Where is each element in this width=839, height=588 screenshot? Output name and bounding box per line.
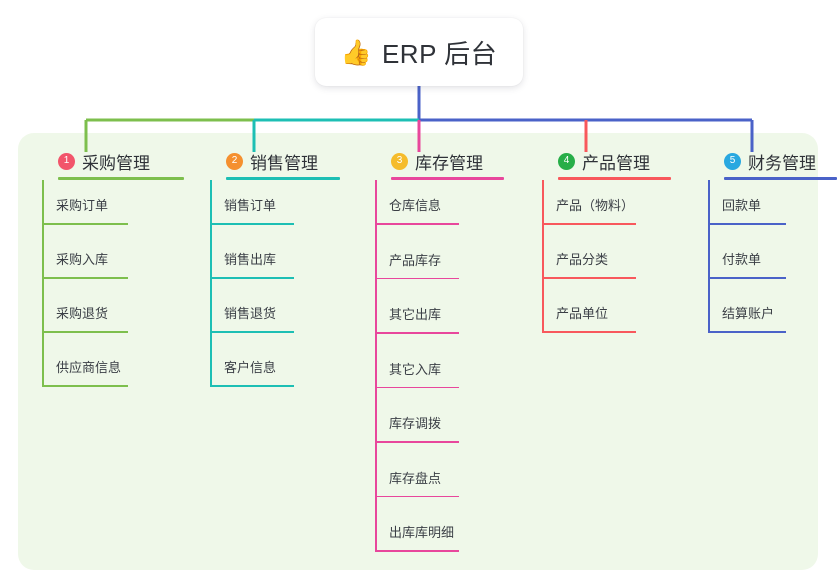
branch-header-5[interactable]: 5 财务管理 (704, 143, 816, 179)
branch-rule-2 (226, 177, 340, 180)
leaf-node-rule (542, 331, 636, 333)
branch-trunk-line (42, 180, 44, 385)
leaf-node-rule (375, 277, 459, 279)
leaf-node-rule (375, 441, 459, 443)
leaf-node-rule (375, 550, 459, 552)
diagram-background-panel (18, 133, 818, 570)
leaf-node-label[interactable]: 回款单 (722, 198, 762, 213)
leaf-node-rule (375, 386, 459, 388)
leaf-node-rule (42, 385, 128, 387)
leaf-node-rule (708, 223, 786, 225)
leaf-node-rule (542, 277, 636, 279)
branch-column-4: 4 产品管理 产品（物料） 产品分类产品单位 (538, 143, 671, 333)
branch-badge-2: 2 (226, 152, 243, 170)
branch-trunk-line (375, 180, 377, 550)
leaf-node-label[interactable]: 出库库明细 (389, 525, 455, 540)
branch-column-2: 2 销售管理 销售订单销售出库销售退货客户信息 (206, 143, 340, 387)
leaf-node-label[interactable]: 销售出库 (224, 252, 277, 267)
branch-badge-3: 3 (391, 152, 408, 170)
leaf-node-label[interactable]: 产品库存 (389, 252, 442, 268)
leaf-node-rule (210, 385, 294, 387)
leaf-node-label[interactable]: 采购退货 (56, 306, 109, 321)
leaf-node-rule (708, 277, 786, 279)
branch-rule-5 (724, 177, 837, 180)
leaf-node-label[interactable]: 结算账户 (722, 306, 775, 321)
leaf-node-label[interactable]: 其它入库 (389, 361, 442, 377)
leaf-node-label[interactable]: 产品（物料） (556, 198, 635, 213)
leaf-node-rule (210, 331, 294, 333)
leaf-node-label[interactable]: 供应商信息 (56, 360, 122, 375)
leaf-node-label[interactable]: 产品单位 (556, 306, 609, 321)
branch-title-2: 销售管理 (250, 153, 318, 173)
branch-rule-1 (58, 177, 184, 180)
branch-column-5: 5 财务管理 回款单付款单结算账户 (704, 143, 837, 333)
leaf-node-label[interactable]: 库存调拨 (389, 416, 442, 431)
branch-header-2[interactable]: 2 销售管理 (206, 143, 318, 179)
leaf-node-label[interactable]: 采购订单 (56, 198, 109, 213)
leaf-node-label[interactable]: 销售订单 (224, 198, 277, 213)
leaf-node-rule (708, 331, 786, 333)
branch-title-4: 产品管理 (582, 153, 650, 173)
branch-badge-4: 4 (558, 152, 575, 170)
thumbs-up-icon: 👍 (340, 37, 372, 67)
branch-title-3: 库存管理 (415, 153, 483, 173)
leaf-node-label[interactable]: 付款单 (722, 252, 762, 267)
branch-rule-3 (391, 177, 504, 180)
root-node-card[interactable]: 👍 ERP 后台 (315, 18, 523, 86)
leaf-node-rule (210, 223, 294, 225)
root-node-label: ERP 后台 (381, 38, 498, 69)
leaf-node-label[interactable]: 采购入库 (56, 252, 109, 267)
branch-column-1: 1 采购管理 采购订单采购入库采购退货供应商信息 (38, 143, 184, 387)
leaf-node-label[interactable]: 产品分类 (556, 252, 609, 267)
branch-trunk-line (210, 180, 212, 385)
branch-header-4[interactable]: 4 产品管理 (538, 143, 650, 179)
leaf-node-label[interactable]: 其它出库 (389, 307, 442, 322)
leaf-node-rule (210, 277, 294, 279)
branch-rule-4 (558, 177, 671, 180)
leaf-node-rule (42, 223, 128, 225)
branch-trunk-line (542, 180, 544, 331)
branch-badge-5: 5 (724, 152, 741, 170)
branch-header-1[interactable]: 1 采购管理 (38, 143, 150, 179)
branch-column-3: 3 库存管理 仓库信息产品库存其它出库其它入库库存调拨库存盘点出库库明细 (371, 143, 504, 552)
branch-header-3[interactable]: 3 库存管理 (371, 143, 483, 179)
branch-title-1: 采购管理 (82, 153, 150, 173)
leaf-node-rule (542, 223, 636, 225)
leaf-node-label[interactable]: 仓库信息 (389, 198, 442, 213)
branch-trunk-line (708, 180, 710, 331)
leaf-node-rule (375, 495, 459, 497)
branch-title-5: 财务管理 (748, 153, 816, 173)
branch-badge-1: 1 (58, 152, 75, 170)
leaf-node-rule (42, 277, 128, 279)
leaf-node-label[interactable]: 库存盘点 (389, 470, 442, 486)
leaf-node-rule (375, 223, 459, 225)
leaf-node-label[interactable]: 销售退货 (224, 306, 277, 321)
leaf-node-label[interactable]: 客户信息 (224, 360, 277, 375)
leaf-node-rule (375, 332, 459, 334)
leaf-node-rule (42, 331, 128, 333)
